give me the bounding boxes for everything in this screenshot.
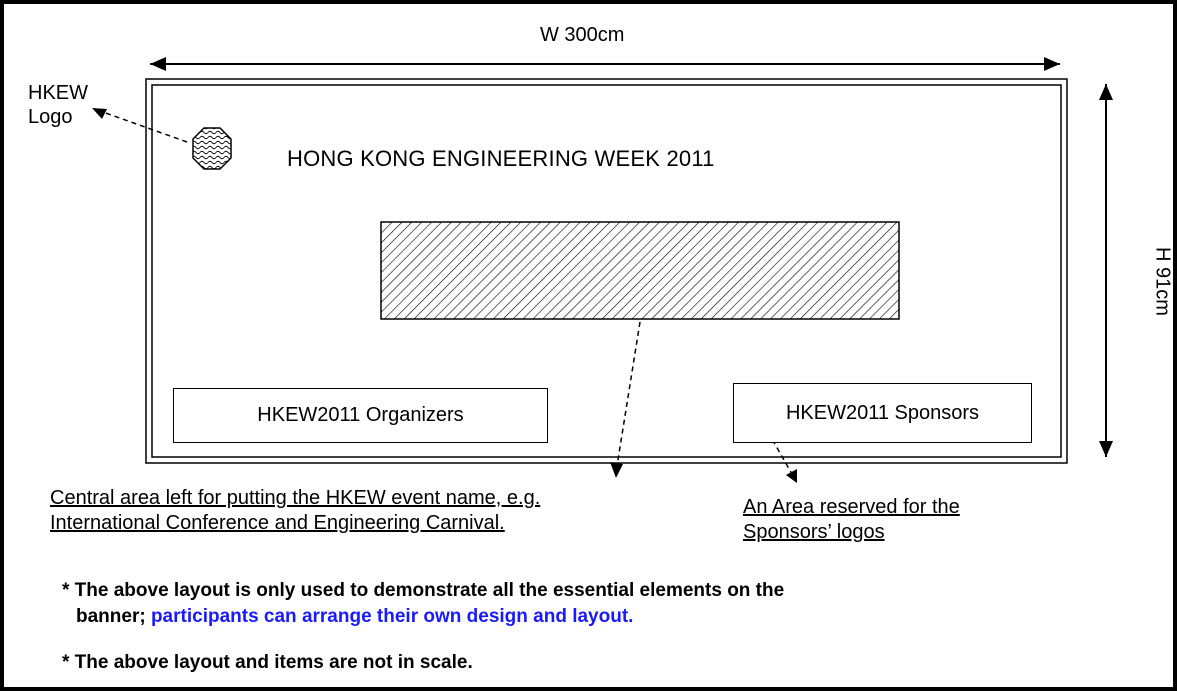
- central-area-note: Central area left for putting the HKEW e…: [50, 486, 540, 536]
- disclaimer-line2-blue: participants can arrange their own desig…: [150, 606, 634, 627]
- disclaimer-line2-black: banner;: [76, 606, 151, 627]
- logo-placeholder-icon: [192, 127, 232, 170]
- logo-label: HKEW Logo: [28, 81, 88, 129]
- sponsors-box: HKEW2011 Sponsors: [733, 383, 1032, 443]
- logo-leader-arrow: [92, 108, 188, 143]
- width-dimension-arrow: [150, 57, 1060, 71]
- central-leader-arrow: [610, 321, 641, 478]
- sponsors-area-note: An Area reserved for the Sponsors’ logos: [743, 495, 960, 545]
- sponsors-leader-arrow: [767, 431, 797, 483]
- central-note-line1: Central area left for putting the HKEW e…: [50, 487, 541, 509]
- sponsors-note-line1: An Area reserved for the: [743, 496, 960, 518]
- sponsors-box-label: HKEW2011 Sponsors: [785, 401, 980, 424]
- central-note-line2: International Conference and Engineering…: [50, 512, 505, 534]
- disclaimer-line2: banner; participants can arrange their o…: [62, 604, 784, 630]
- disclaimer-line1: * The above layout is only used to demon…: [62, 580, 785, 601]
- banner-title: HONG KONG ENGINEERING WEEK 2011: [287, 146, 715, 171]
- layout-disclaimer: * The above layout is only used to demon…: [62, 578, 784, 630]
- organizers-box: HKEW2011 Organizers: [173, 388, 548, 443]
- central-event-area: [380, 221, 900, 320]
- logo-label-line1: HKEW: [28, 82, 88, 104]
- sponsors-note-line2: Sponsors’ logos: [743, 521, 885, 543]
- width-label: W 300cm: [540, 24, 625, 46]
- organizers-box-label: HKEW2011 Organizers: [257, 404, 464, 426]
- logo-label-line2: Logo: [28, 106, 73, 128]
- scale-disclaimer: * The above layout and items are not in …: [62, 652, 473, 673]
- height-label: H 91cm: [1151, 247, 1174, 316]
- banner-outline: [145, 78, 1068, 464]
- height-dimension-arrow: [1099, 84, 1113, 457]
